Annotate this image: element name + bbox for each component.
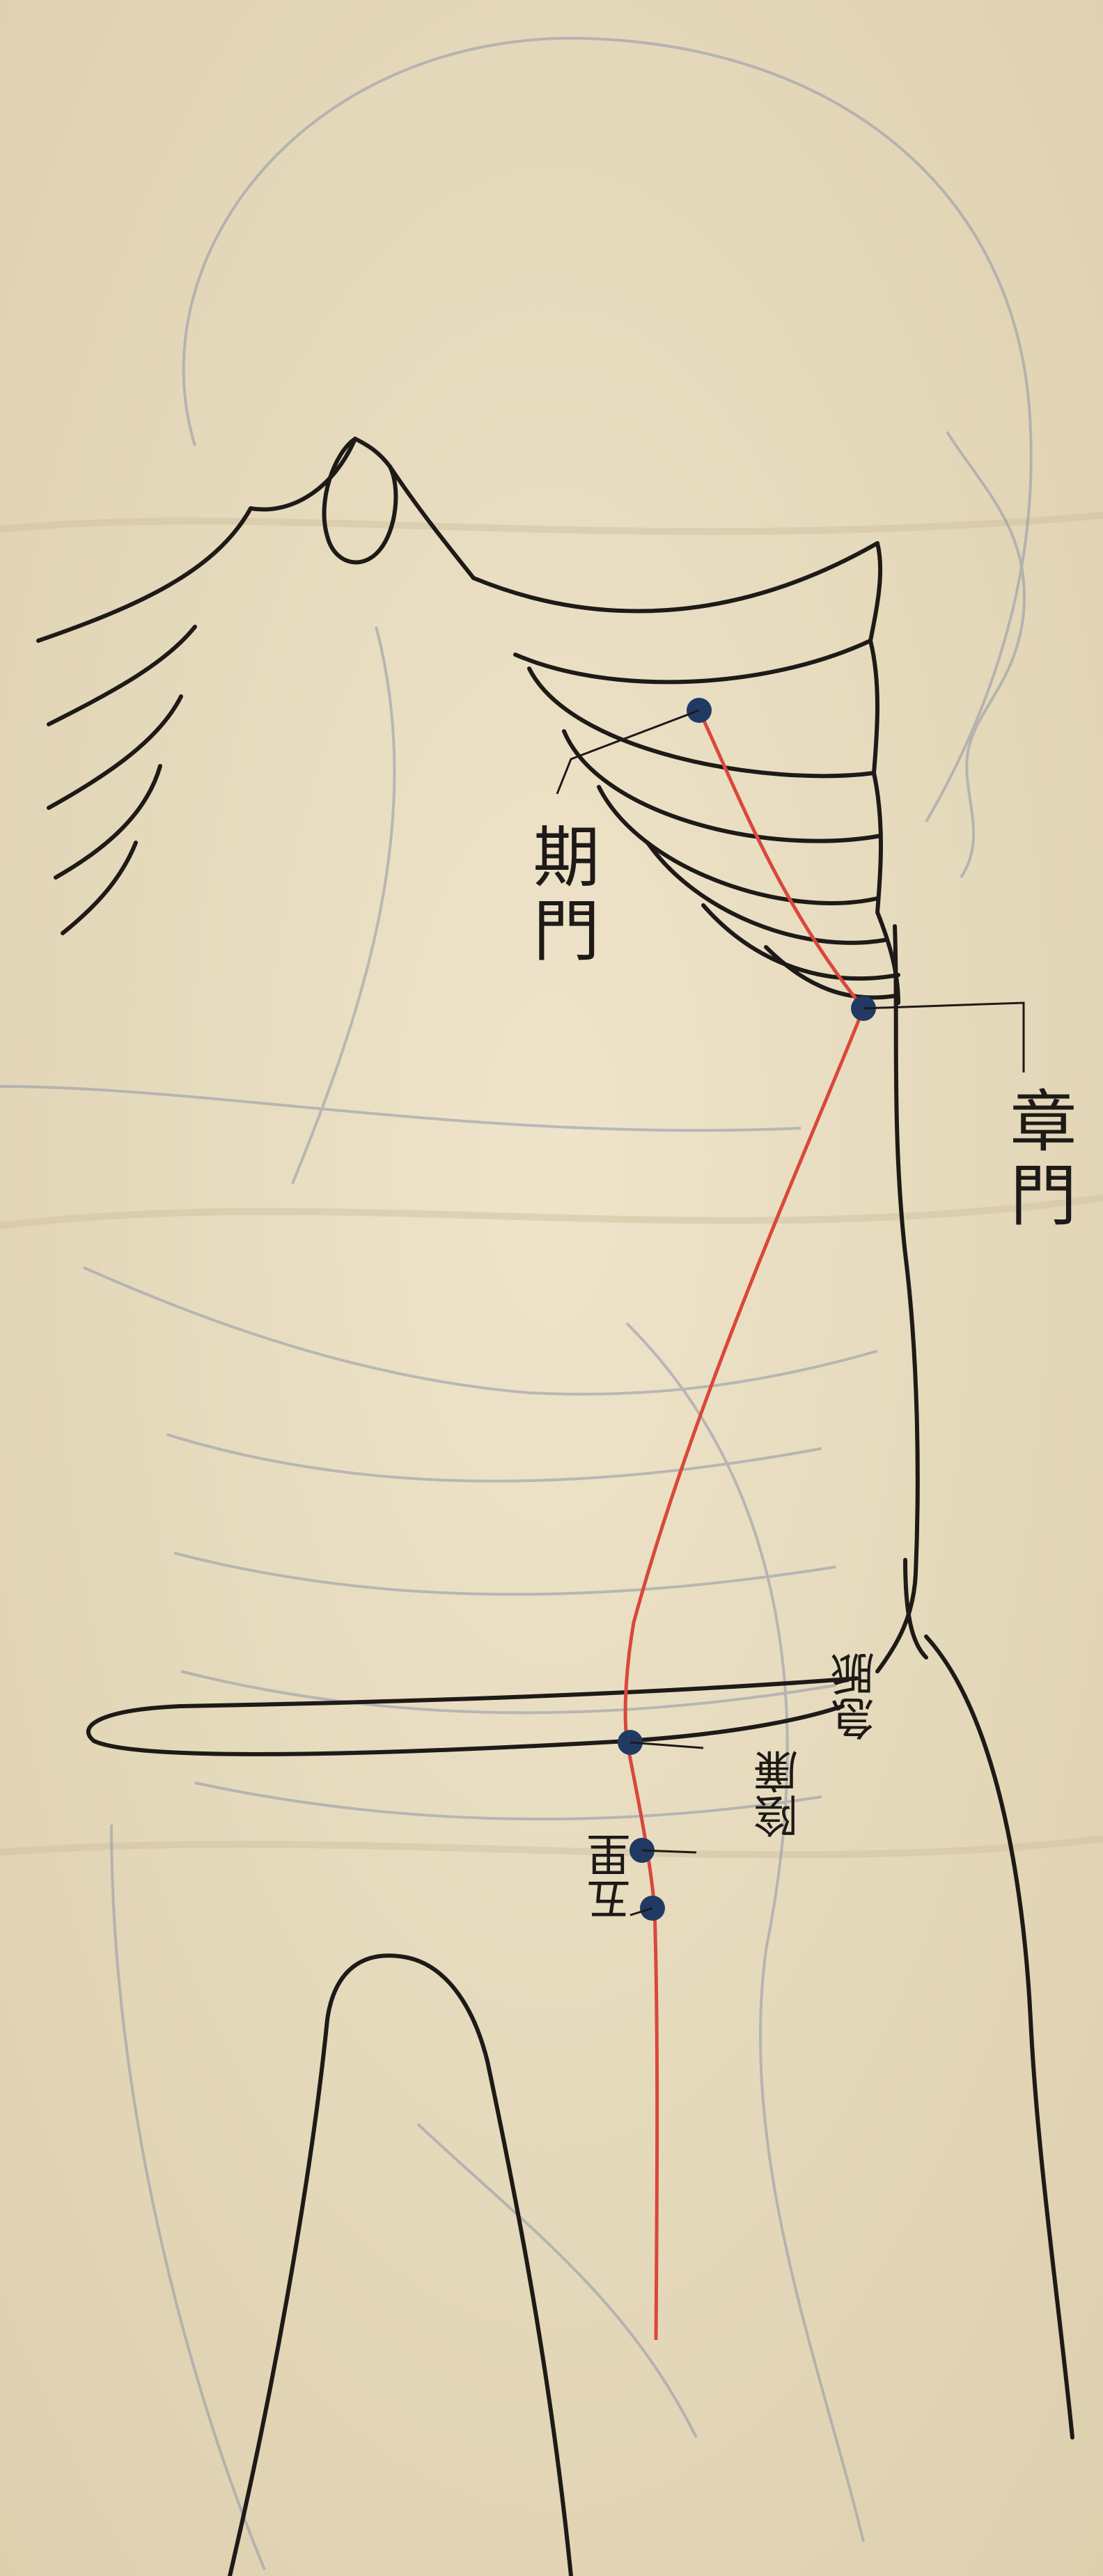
label-yinlian: 陰廉 bbox=[754, 1749, 806, 1839]
label-jimai: 急脈 bbox=[831, 1652, 882, 1741]
label-qimen: 期門 bbox=[522, 822, 600, 969]
label-zhangmen: 章門 bbox=[999, 1086, 1077, 1234]
label-wuli: 五里 bbox=[587, 1833, 639, 1922]
